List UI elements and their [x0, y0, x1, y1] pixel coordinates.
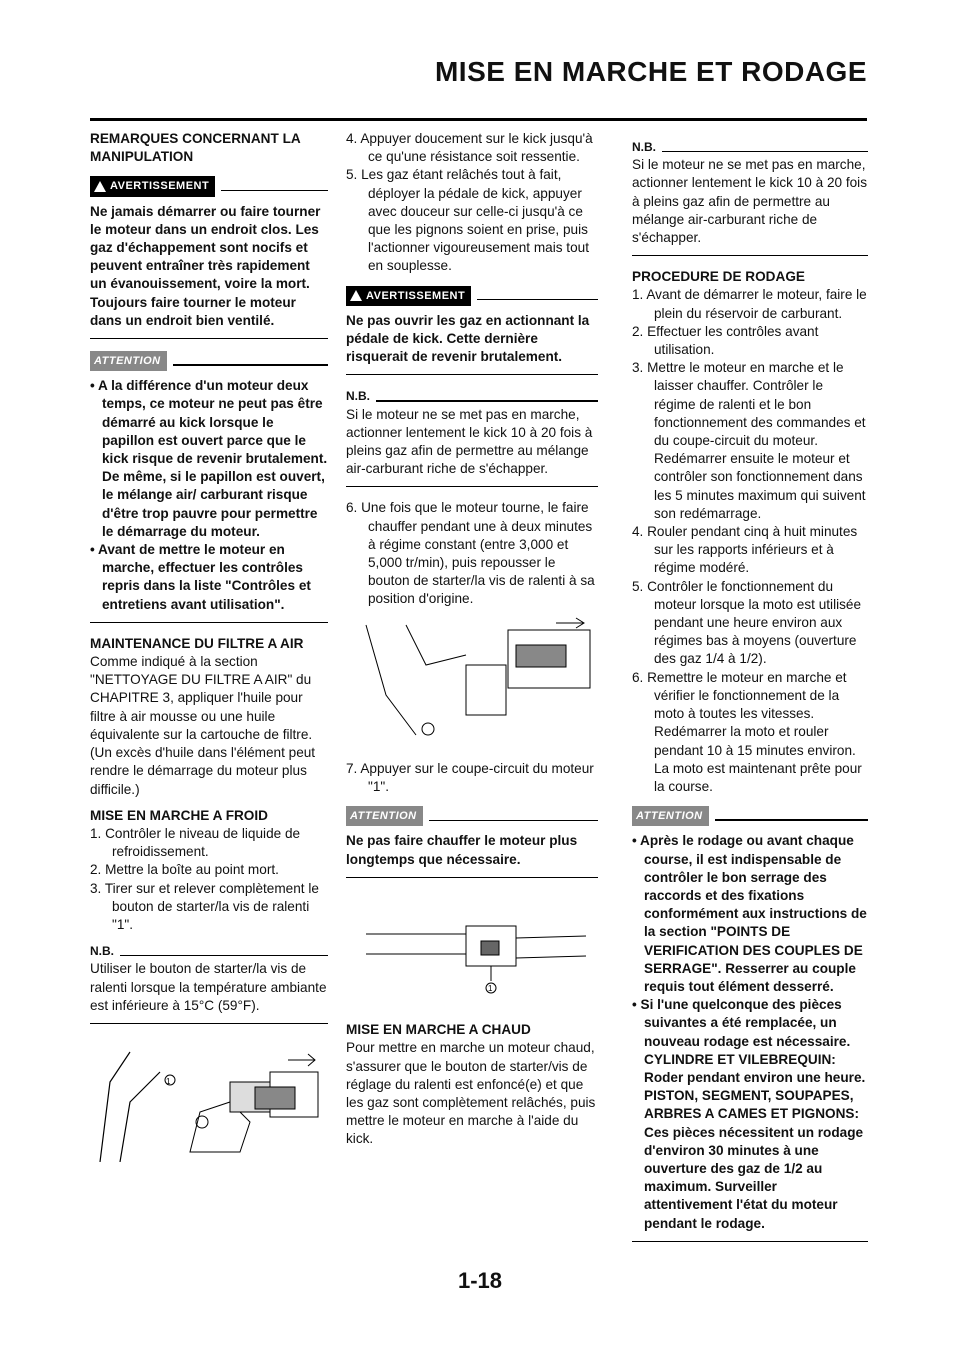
attention-item: • Avant de mettre le moteur en marche, e…: [90, 542, 311, 612]
step: 6. Une fois que le moteur tourne, le fai…: [346, 500, 595, 607]
step: 5. Contrôler le fonctionnement du moteur…: [632, 578, 862, 667]
step: 3. Tirer sur et relever complètement le …: [90, 880, 319, 932]
warning-icon: [94, 181, 106, 192]
warning-text: Ne pas ouvrir les gaz en actionnant la p…: [346, 312, 590, 365]
section-heading: MISE EN MARCHE A CHAUD: [346, 1022, 531, 1038]
nb-text: Si le moteur ne se met pas en marche, ac…: [632, 157, 868, 246]
attention-banner: ATTENTION: [346, 806, 598, 827]
attention-banner: ATTENTION: [632, 806, 868, 827]
paragraph: Pour mettre en marche un moteur chaud, s…: [346, 1040, 596, 1147]
warning-banner: AVERTISSEMENT: [346, 285, 598, 306]
attention-item: • A la différence d'un moteur deux temps…: [90, 378, 328, 539]
column-1: REMARQUES CONCERNANT LA MANIPULATION AVE…: [90, 130, 328, 1177]
starter-knob-figure: [365, 617, 591, 736]
attention-item: • Après le rodage ou avant chaque course…: [632, 833, 867, 994]
step: 5. Les gaz étant relâchés tout à fait, d…: [346, 167, 589, 274]
step: 4. Appuyer doucement sur le kick jusqu'à…: [346, 131, 593, 165]
nb-banner: N.B.: [632, 138, 868, 156]
step: 7. Appuyer sur le coupe-circuit du moteu…: [346, 760, 594, 795]
callout-1: 1: [488, 984, 493, 993]
page-title: MISE EN MARCHE ET RODAGE: [434, 56, 867, 87]
column-3: N.B. Si le moteur ne se met pas en march…: [632, 130, 868, 1254]
kill-switch-figure: 1: [366, 925, 587, 994]
attention-banner: ATTENTION: [90, 351, 328, 372]
nb-text: Utiliser le bouton de starter/la vis de …: [90, 961, 327, 1013]
page-number: 1-18: [457, 1268, 503, 1293]
warning-banner: AVERTISSEMENT: [90, 176, 328, 197]
section-heading: MAINTENANCE DU FILTRE A AIR: [90, 635, 304, 651]
column-2: 4. Appuyer doucement sur le kick jusqu'à…: [346, 130, 598, 1149]
section-heading: MISE EN MARCHE A FROID: [90, 807, 268, 823]
nb-text: Si le moteur ne se met pas en marche, ac…: [346, 406, 593, 477]
step: 3. Mettre le moteur en marche et le lais…: [632, 360, 866, 521]
step: 2. Effectuer les contrôles avant utilisa…: [632, 323, 819, 358]
header-rule: [90, 118, 867, 121]
step: 2. Mettre la boîte au point mort.: [90, 862, 279, 878]
warning-icon: [350, 290, 362, 302]
nb-banner: N.B.: [90, 942, 328, 960]
step: 6. Remettre le moteur en marche et vérif…: [632, 669, 862, 794]
carburetor-figure: 1: [99, 1051, 319, 1163]
step: 1. Contrôler le niveau de liquide de ref…: [90, 825, 301, 860]
section-heading: PROCEDURE DE RODAGE: [632, 269, 805, 285]
section-heading: REMARQUES CONCERNANT LA MANIPULATION: [90, 131, 301, 165]
step: 4. Rouler pendant cinq à huit minutes su…: [632, 524, 858, 576]
attention-item: • Si l'une quelconque des pièces suivant…: [632, 997, 866, 1231]
step: 1. Avant de démarrer le moteur, faire le…: [632, 287, 867, 321]
callout-1: 1: [166, 1077, 171, 1086]
nb-banner: N.B.: [346, 387, 598, 405]
paragraph: Comme indiqué à la section "NETTOYAGE DU…: [90, 654, 316, 797]
warning-text: Ne jamais démarrer ou faire tourner le m…: [90, 203, 321, 328]
attention-text: Ne pas faire chauffer le moteur plus lon…: [346, 833, 578, 867]
